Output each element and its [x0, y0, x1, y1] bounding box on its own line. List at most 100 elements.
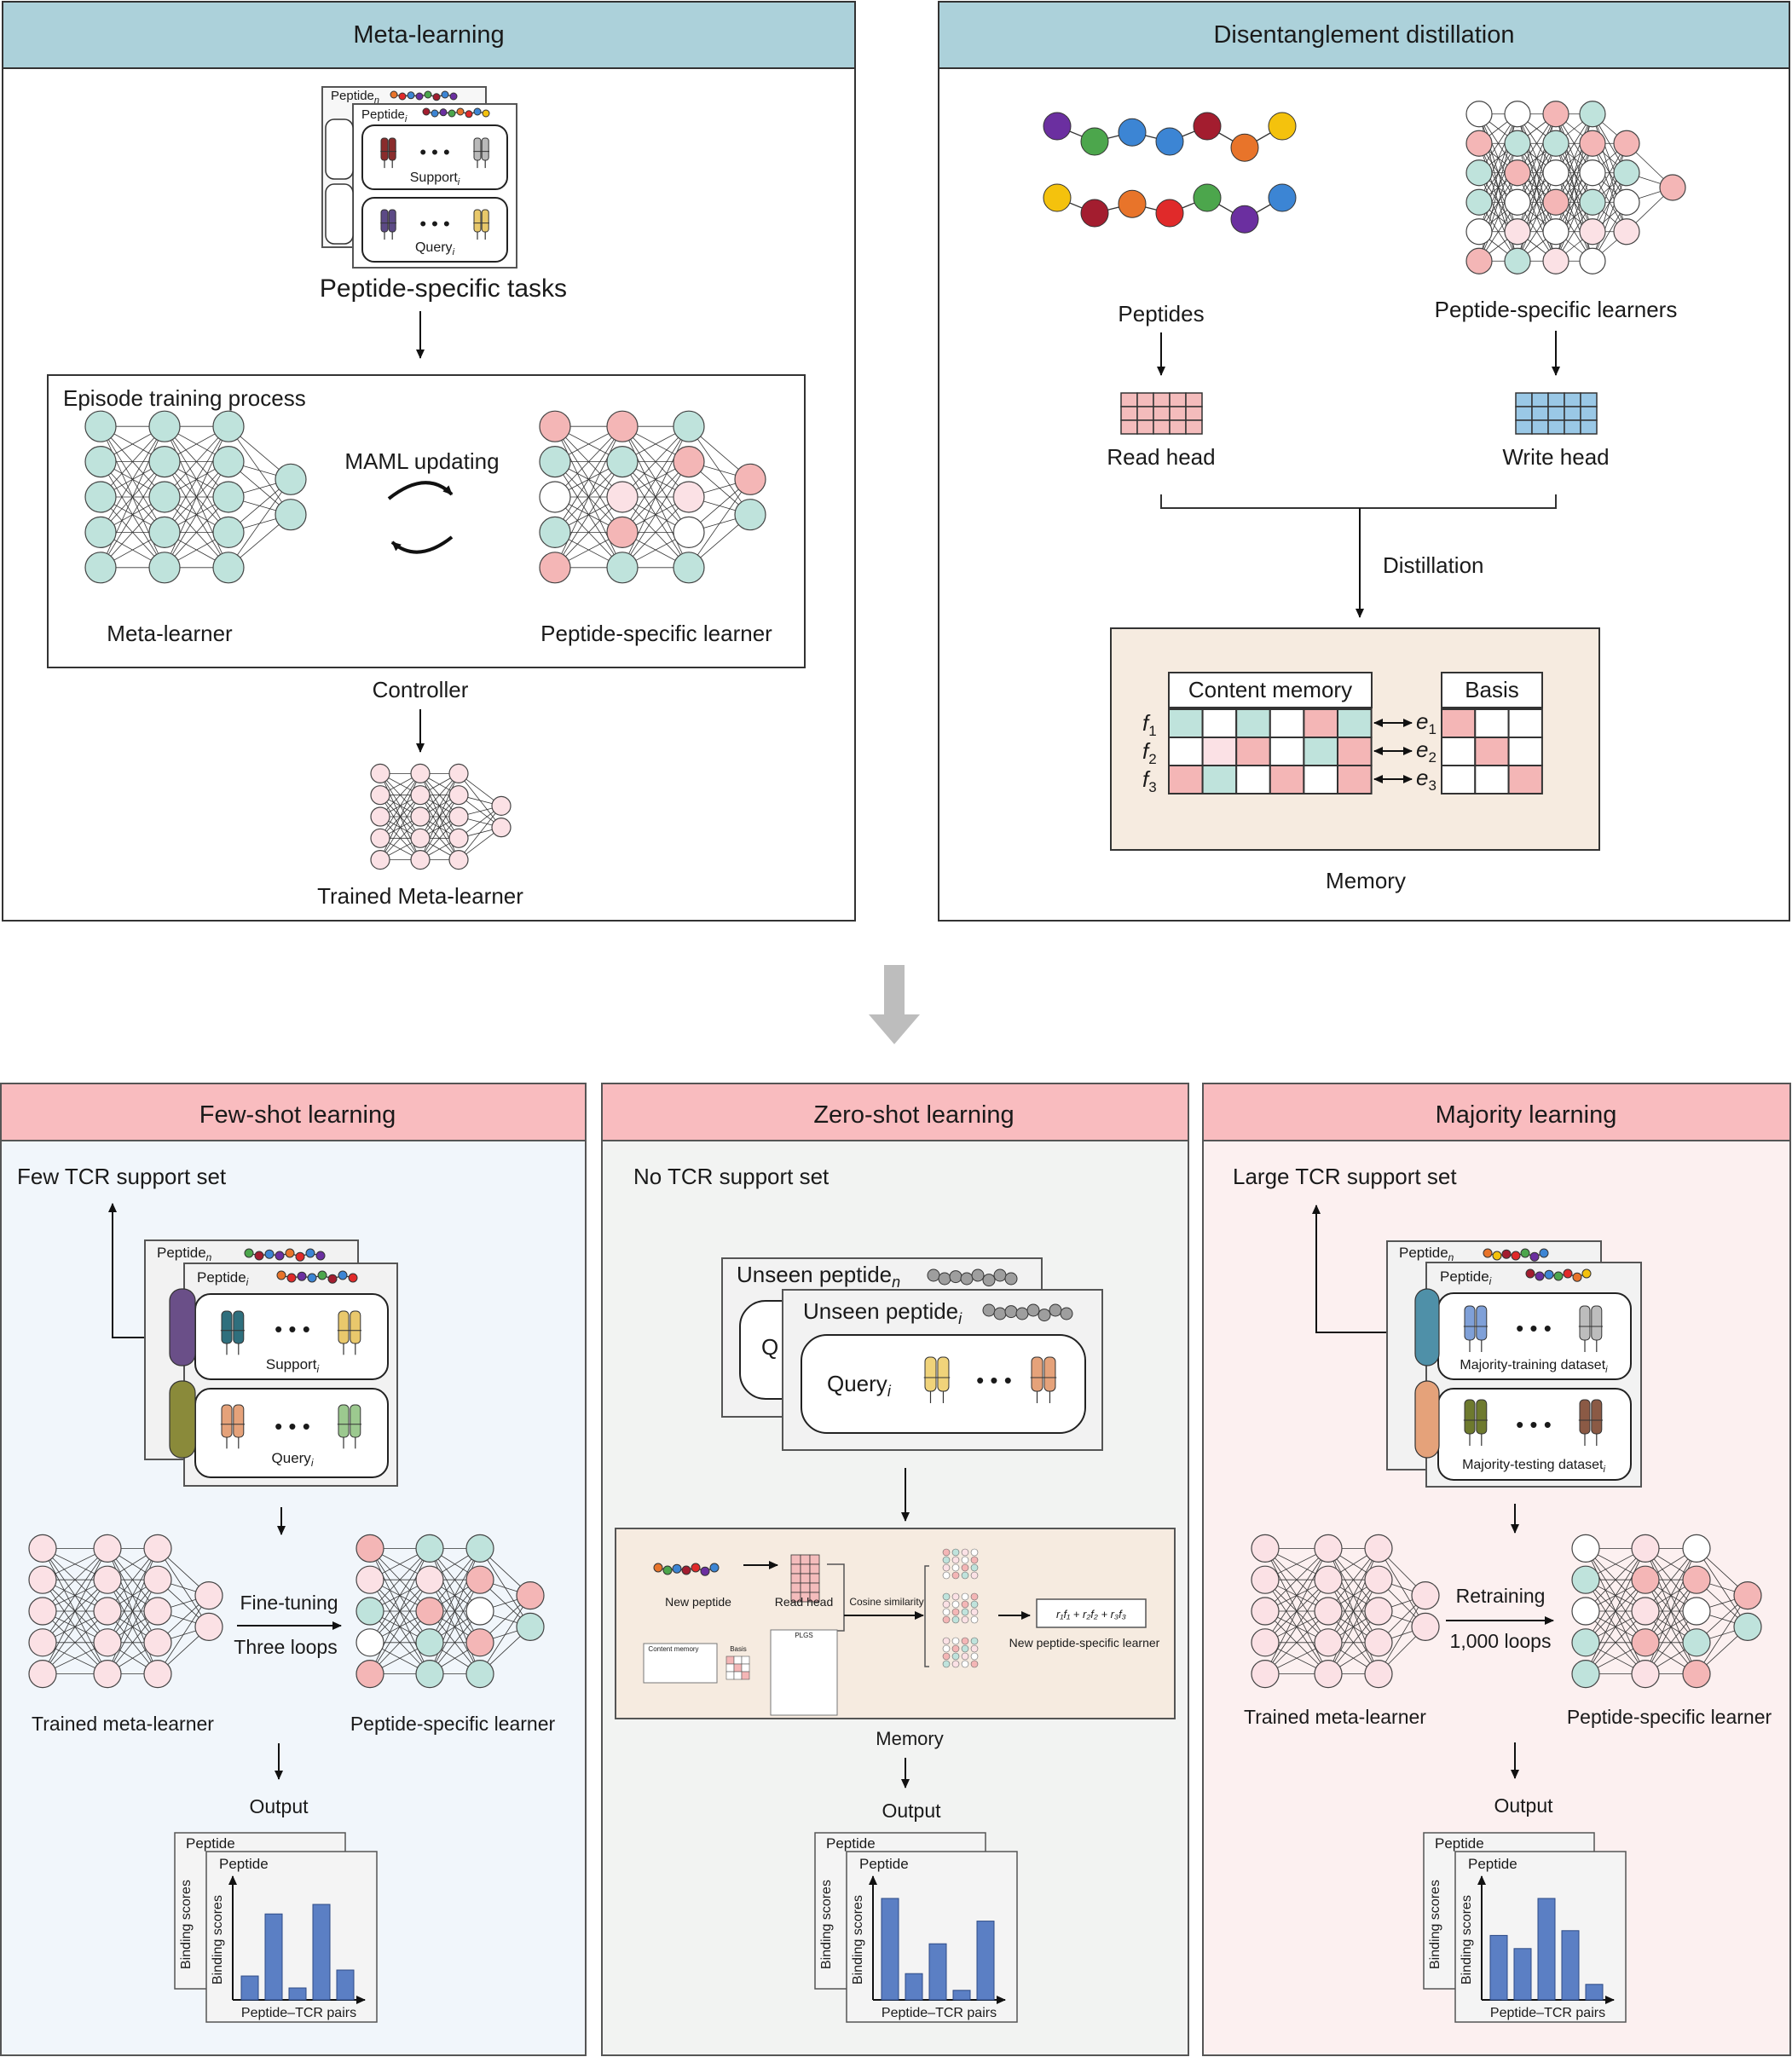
nn-node: [415, 1565, 444, 1594]
nn-node: [673, 516, 705, 549]
nn-node: [448, 828, 469, 848]
amino-acid: [960, 1272, 974, 1286]
mini-node: [970, 1660, 979, 1668]
amino-acid: [1511, 1251, 1521, 1261]
nn-node: [1364, 1597, 1393, 1626]
svg-text:• • •: • • •: [275, 1413, 310, 1439]
nn-node: [1682, 1597, 1711, 1626]
amino-acid: [1043, 112, 1072, 141]
chart-back-y-label: Binding scores: [179, 1880, 194, 1969]
mini-node: [942, 1563, 951, 1572]
nn-node: [212, 552, 245, 584]
read-head-cell: [800, 1573, 811, 1584]
nn-edge: [1264, 1610, 1329, 1674]
nn-edge: [379, 794, 421, 860]
amino-acid: [1268, 112, 1297, 141]
maj-trained-label: Trained meta-learner: [1244, 1706, 1426, 1728]
nn-node: [1364, 1534, 1393, 1563]
mini-node: [942, 1644, 951, 1653]
nn-node: [1314, 1659, 1343, 1689]
chart-bar: [905, 1973, 923, 2001]
tcr-icon: [473, 137, 489, 169]
nn-node: [28, 1565, 57, 1594]
nn-node: [1571, 1565, 1600, 1594]
nn-edge: [1478, 172, 1518, 262]
mini-node: [970, 1571, 979, 1580]
unseen-peptide-i: Unseen peptidei: [803, 1298, 962, 1327]
zero-content-memory: Content memory: [648, 1645, 698, 1653]
nn-node: [370, 763, 390, 784]
nn-node: [370, 828, 390, 848]
tcr-icon: [220, 1404, 245, 1449]
nn-edge: [107, 1548, 159, 1643]
amino-acid: [407, 91, 415, 100]
peptide-i-label: Peptidei: [361, 107, 408, 124]
svg-text:• • •: • • •: [1516, 1412, 1552, 1437]
mini-node: [942, 1600, 951, 1609]
mini-node: [961, 1615, 969, 1624]
grid-cell: [1441, 737, 1477, 766]
grid-cell: [1185, 419, 1203, 435]
nn-node: [1659, 174, 1686, 201]
nn-node: [734, 499, 766, 531]
nn-edge: [1585, 1548, 1646, 1674]
tcr-icon: [1578, 1399, 1603, 1446]
amino-acid: [1563, 1268, 1573, 1279]
nn-node: [734, 463, 766, 495]
card-edge: [169, 1380, 196, 1459]
mini-node: [942, 1637, 951, 1645]
nn-node: [275, 463, 307, 495]
nn-edge: [42, 1548, 108, 1612]
grid-cell: [1136, 392, 1154, 407]
nn-node: [1682, 1659, 1711, 1689]
tcr-chain-b: [1591, 1399, 1603, 1435]
grid-cell: [1474, 765, 1510, 794]
read-head-cell: [809, 1573, 820, 1584]
nn-node: [1465, 247, 1493, 274]
read-head-cell: [809, 1554, 820, 1565]
amino-acid: [456, 107, 465, 116]
mini-node: [961, 1556, 969, 1564]
chart-y-label: Binding scores: [211, 1895, 225, 1985]
nn-node: [1542, 130, 1569, 157]
chart-bar: [1561, 1930, 1580, 2001]
chart-bar: [881, 1898, 899, 2001]
chart-bar: [952, 1990, 971, 2001]
nn-node: [143, 1659, 172, 1689]
nn-node: [1411, 1580, 1440, 1610]
chart-peptide-i: Peptide: [219, 1856, 269, 1872]
nn-edge: [100, 496, 165, 569]
tcr-chain-b: [481, 209, 489, 233]
new-learner-label: New peptide-specific learner: [1009, 1636, 1160, 1650]
fine-tuning-label: Fine-tuning: [240, 1592, 338, 1614]
basis-cell: [741, 1655, 750, 1665]
few-output-label: Output: [249, 1795, 309, 1817]
nn-edge: [228, 479, 292, 569]
read-head-cell: [809, 1582, 820, 1593]
maml-arrow-bottom: [390, 535, 454, 554]
card-edge: [1414, 1288, 1440, 1367]
chart-bar: [1489, 1934, 1508, 2001]
nn-node: [93, 1628, 122, 1657]
amino-acid: [1004, 1272, 1018, 1286]
three-loops-label: Three loops: [234, 1636, 337, 1658]
nn-node: [1251, 1565, 1280, 1594]
nn-edge: [1264, 1579, 1329, 1674]
tcr-chain-a: [380, 137, 389, 161]
amino-acid: [432, 93, 441, 101]
nn-node: [1251, 1659, 1280, 1689]
nn-edge: [1645, 1580, 1697, 1674]
amino-acid: [709, 1563, 720, 1573]
amino-acid: [691, 1563, 701, 1573]
mini-node: [951, 1637, 960, 1645]
nn-edge: [164, 425, 229, 533]
transition-arrow-icon: [869, 965, 920, 1044]
disentanglement-panel: Disentanglement distillation Peptides Pe…: [938, 1, 1790, 922]
svg-text:• • •: • • •: [419, 213, 449, 234]
grid-cell: [1235, 765, 1271, 794]
amino-acid: [1193, 183, 1222, 212]
nn-node: [1504, 188, 1531, 216]
amino-acid: [473, 107, 482, 116]
mini-learner: [942, 1548, 979, 1580]
amino-acid: [971, 1268, 985, 1282]
